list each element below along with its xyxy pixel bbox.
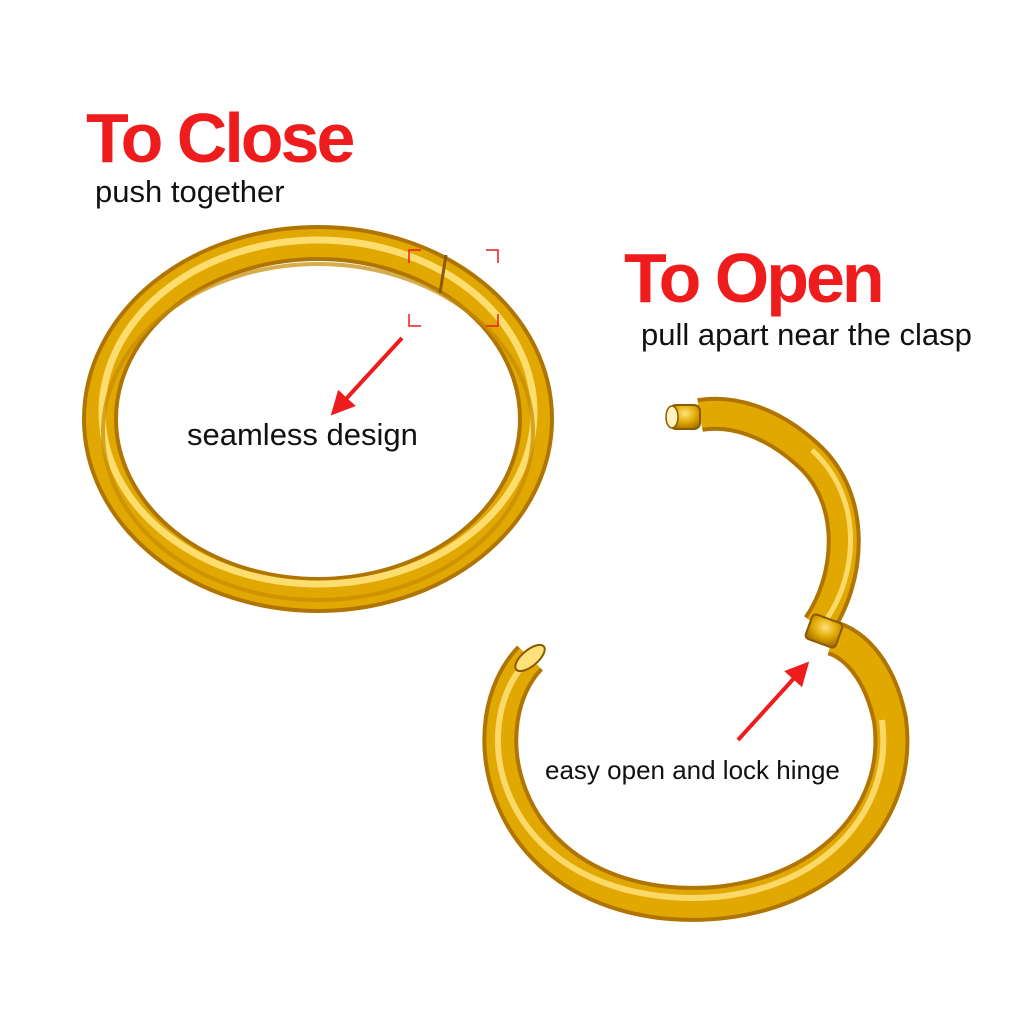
open-ring xyxy=(482,396,910,922)
to-close-instruction: push together xyxy=(95,174,285,209)
seam-highlight-marker xyxy=(408,249,499,327)
to-open-heading: To Open xyxy=(624,239,885,317)
seamless-arrow xyxy=(330,336,404,416)
to-close-heading: To Close xyxy=(86,99,355,177)
seamless-design-label: seamless design xyxy=(187,417,418,452)
ring-seam xyxy=(438,254,448,294)
hinge-arrow xyxy=(736,661,810,742)
to-open-instruction: pull apart near the clasp xyxy=(641,317,972,352)
hinge-label: easy open and lock hinge xyxy=(545,755,840,785)
closed-ring xyxy=(82,225,554,613)
hinge-joint xyxy=(804,613,844,649)
